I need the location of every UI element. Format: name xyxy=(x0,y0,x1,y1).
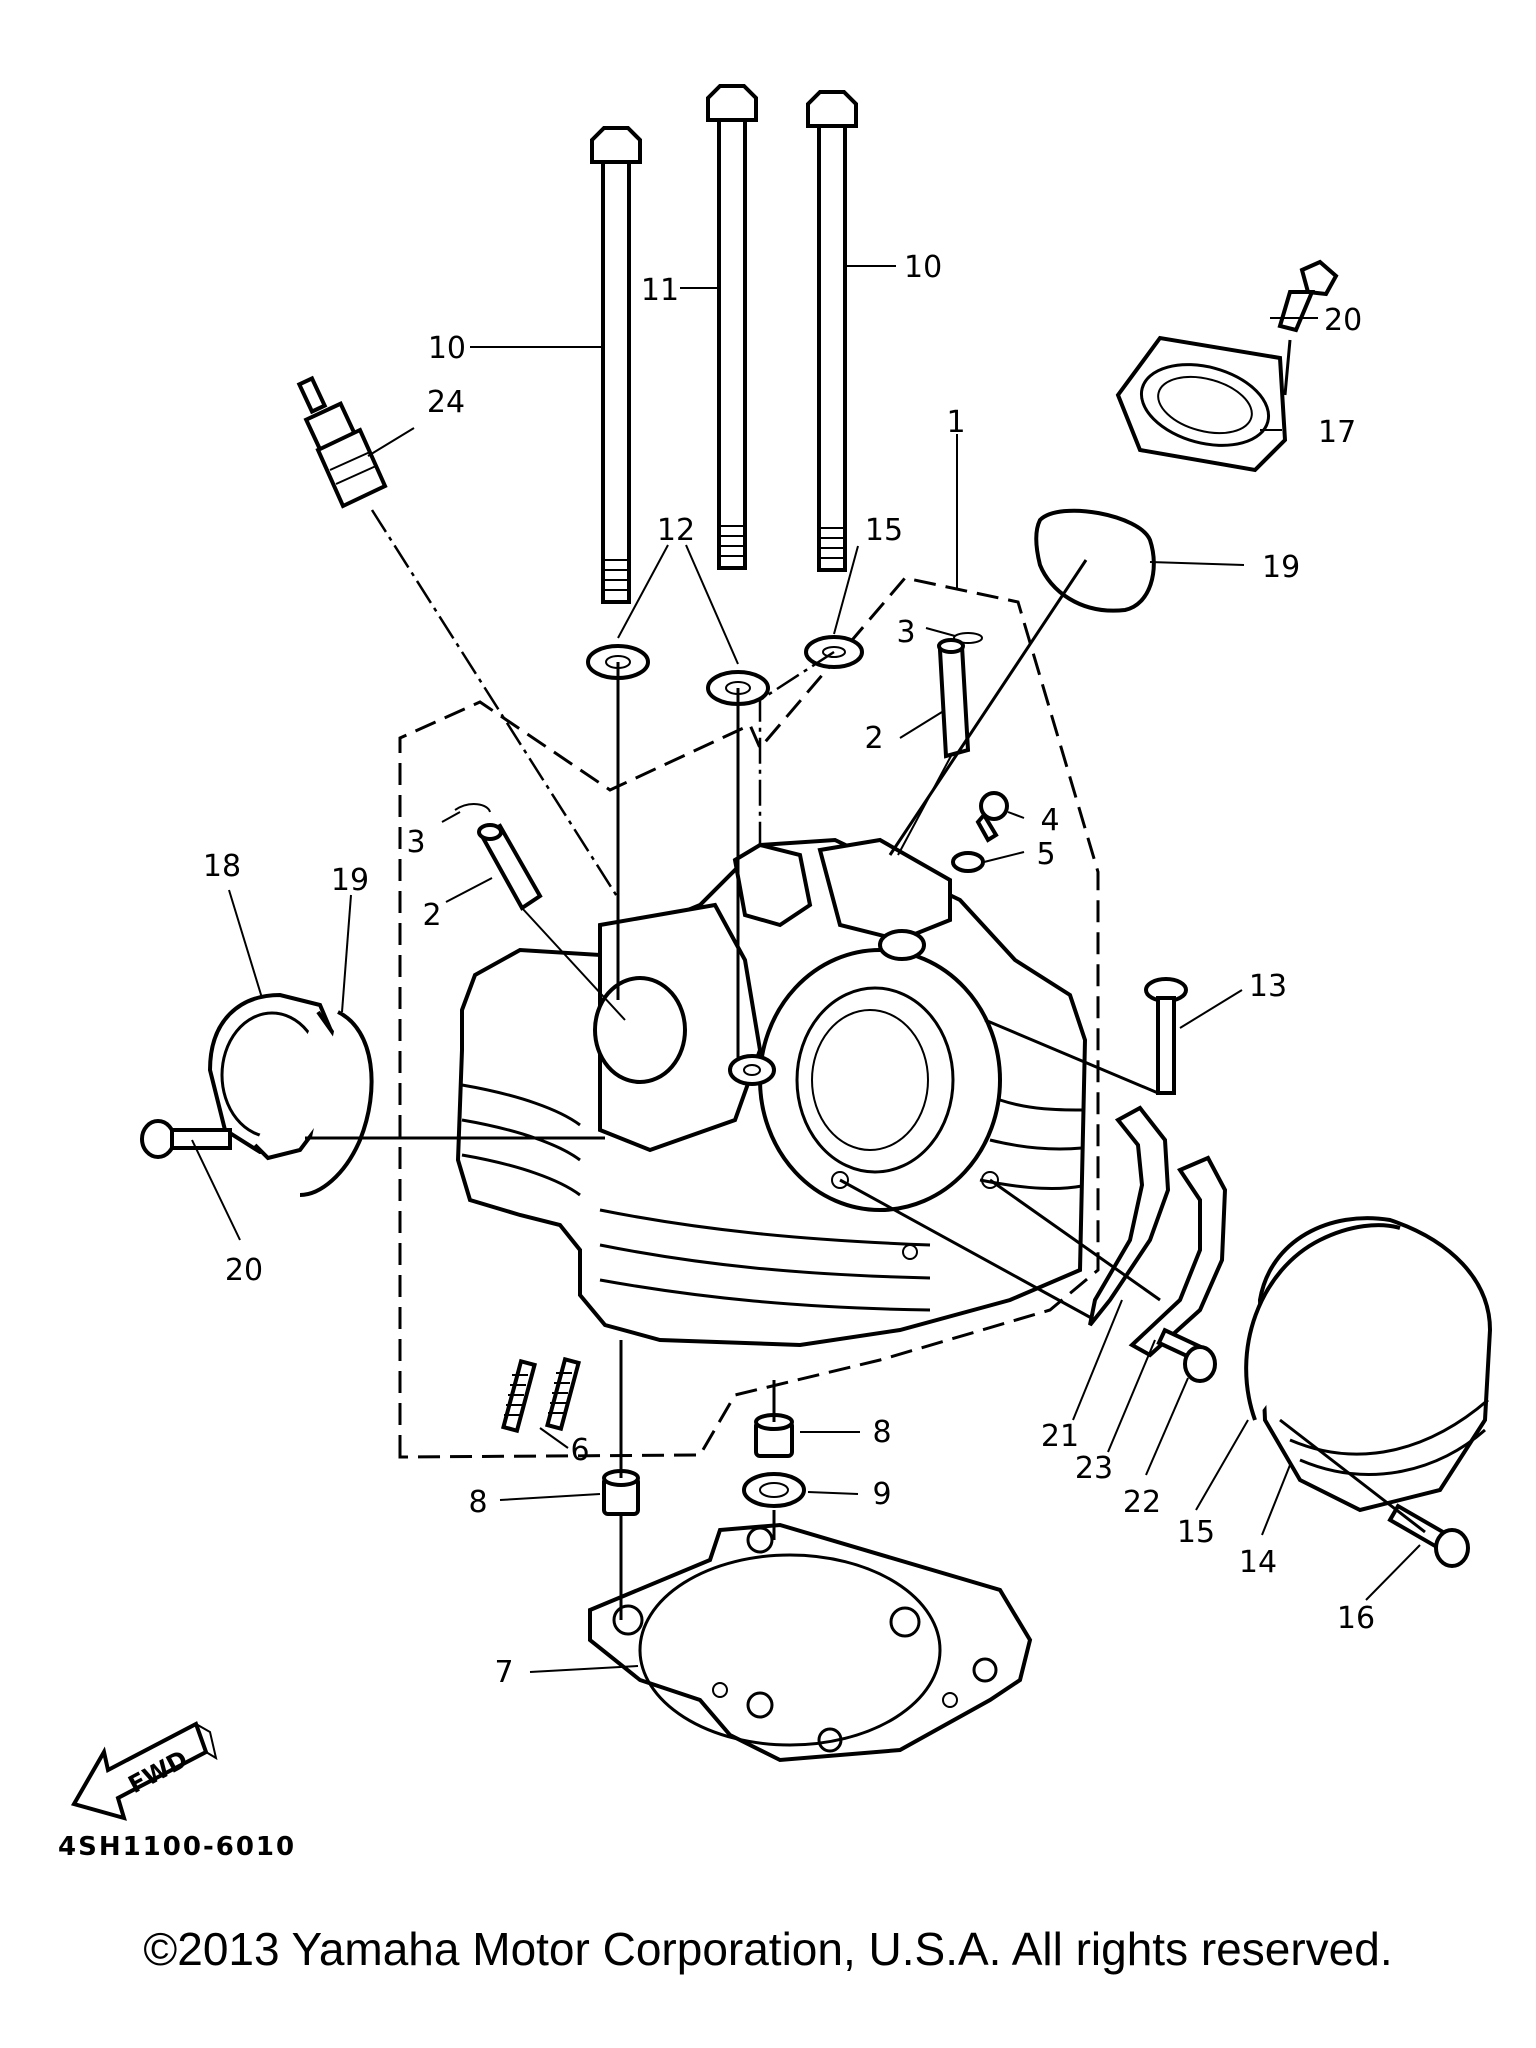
assembly-lines xyxy=(305,339,1426,1620)
bolt-20-intake xyxy=(1277,259,1339,333)
washer-5 xyxy=(951,851,985,873)
seal-9 xyxy=(742,1472,806,1508)
callout-10-left: 10 xyxy=(428,331,466,366)
o-ring-right xyxy=(1244,1223,1401,1421)
bolt-20-left xyxy=(140,1119,232,1159)
callout-22: 22 xyxy=(1123,1485,1161,1520)
assembly-outline xyxy=(398,576,1100,1459)
leader-lines xyxy=(191,265,1421,1673)
cylinder-head-bolt-right xyxy=(806,90,858,572)
callout-14: 14 xyxy=(1239,1545,1277,1580)
dowel-pins xyxy=(500,1356,582,1434)
spark-plug xyxy=(296,375,388,509)
callout-15-right: 15 xyxy=(1177,1515,1215,1550)
callout-17: 17 xyxy=(1318,415,1356,450)
callout-20-left: 20 xyxy=(225,1253,263,1288)
valve-guide-right xyxy=(937,638,971,759)
clip-right xyxy=(953,632,983,644)
callout-9: 9 xyxy=(872,1477,891,1512)
gasket-23 xyxy=(1128,1155,1228,1358)
callout-23: 23 xyxy=(1075,1451,1113,1486)
callout-19-right: 19 xyxy=(1262,550,1300,585)
o-ring-left xyxy=(299,1010,374,1197)
bolt-4 xyxy=(975,791,1009,843)
o-ring-intake xyxy=(1034,508,1156,613)
bolt-22 xyxy=(1156,1327,1217,1383)
copyright-notice: ©2013 Yamaha Motor Corporation, U.S.A. A… xyxy=(143,1923,1393,1975)
callout-12: 12 xyxy=(657,513,695,548)
head-gasket xyxy=(588,1522,1033,1763)
callout-7: 7 xyxy=(494,1655,513,1690)
callout-21: 21 xyxy=(1041,1419,1079,1454)
callout-11: 11 xyxy=(641,273,679,308)
callout-1: 1 xyxy=(946,405,965,440)
callout-16: 16 xyxy=(1337,1601,1375,1636)
fwd-arrow: FWD xyxy=(70,1721,218,1821)
callout-19-left: 19 xyxy=(331,863,369,898)
callout-18: 18 xyxy=(203,849,241,884)
callout-2-left: 2 xyxy=(422,898,441,933)
guide-21 xyxy=(1088,1105,1171,1327)
callout-labels: 1 2 2 3 3 4 5 6 7 8 8 9 10 10 11 12 13 1… xyxy=(203,250,1375,1690)
intake-joint xyxy=(1115,335,1288,473)
callout-5: 5 xyxy=(1036,837,1055,872)
callout-8-right: 8 xyxy=(872,1415,891,1450)
callout-20-top: 20 xyxy=(1324,303,1362,338)
callout-24: 24 xyxy=(427,385,465,420)
cylinder-head-bolt-center xyxy=(706,84,758,570)
bolt-13 xyxy=(1144,977,1188,1095)
callout-15-top: 15 xyxy=(865,513,903,548)
drawing-code: 4SH1100-6010 xyxy=(58,1832,297,1862)
callout-2-right: 2 xyxy=(864,721,883,756)
callout-4: 4 xyxy=(1040,803,1059,838)
callout-6: 6 xyxy=(570,1433,589,1468)
valve-guide-left xyxy=(477,823,543,911)
clip-left xyxy=(454,803,491,813)
callout-3-right: 3 xyxy=(896,615,915,650)
exploded-parts-diagram: 1 2 2 3 3 4 5 6 7 8 8 9 10 10 11 12 13 1… xyxy=(70,84,1493,1821)
cylinder-head-bolt-left xyxy=(590,126,642,604)
callout-3-left: 3 xyxy=(406,825,425,860)
callout-8-left: 8 xyxy=(468,1485,487,1520)
callout-10-right: 10 xyxy=(904,250,942,285)
callout-13: 13 xyxy=(1249,969,1287,1004)
cylinder-head xyxy=(455,837,1088,1348)
